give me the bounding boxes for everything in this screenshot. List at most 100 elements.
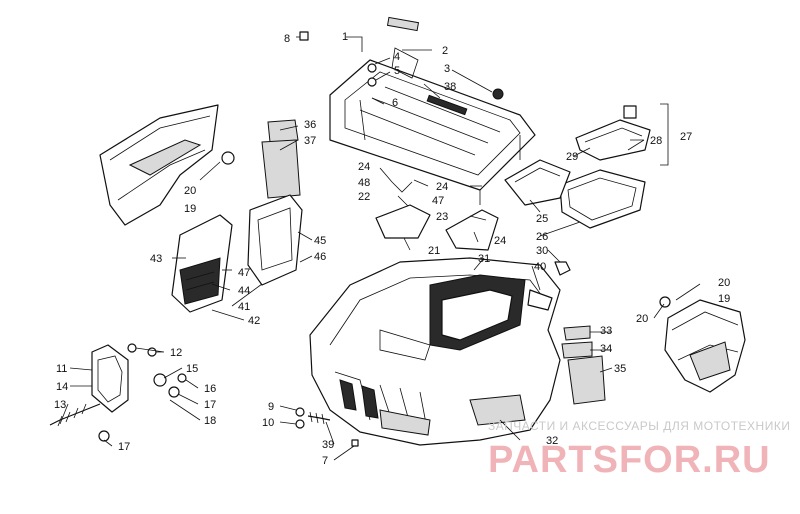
callout-36: 36 (304, 119, 316, 131)
callout-32: 32 (546, 435, 558, 447)
bracket-41 (247, 194, 303, 286)
left-side-panel (99, 104, 219, 226)
right-side-panel (664, 299, 746, 393)
callout-6: 6 (392, 97, 398, 109)
decal-33 (563, 325, 591, 341)
storage-bin-26 (559, 169, 646, 229)
callout-42: 42 (248, 315, 260, 327)
callout-46: 46 (314, 251, 326, 263)
decal-35 (567, 355, 606, 405)
callout-4: 4 (394, 51, 400, 63)
callout-8: 8 (284, 33, 290, 45)
callout-44: 44 (238, 285, 250, 297)
callout-24-a: 24 (358, 161, 370, 173)
callout-1: 1 (342, 31, 348, 43)
front-fender: ARCTIC CAT (309, 257, 561, 446)
callout-24-b: 24 (436, 181, 448, 193)
callout-18: 18 (204, 415, 216, 427)
callout-9: 9 (268, 401, 274, 413)
callout-30: 30 (536, 245, 548, 257)
callout-47-a: 47 (238, 267, 250, 279)
nut-12-a (127, 343, 137, 353)
callout-20-left: 20 (184, 185, 196, 197)
nut-15 (153, 373, 167, 387)
storage-lid (575, 105, 651, 161)
watermark-tagline: ЗАПЧАСТИ И АКСЕССУАРЫ ДЛЯ МОТОТЕХНИКИ (488, 419, 790, 433)
callout-7: 7 (322, 455, 328, 467)
callout-20-right: 20 (636, 313, 648, 325)
nut-10 (295, 419, 305, 429)
callout-29: 29 (566, 151, 578, 163)
plug-30 (554, 261, 571, 276)
callout-37: 37 (304, 135, 316, 147)
callout-33: 33 (600, 325, 612, 337)
callout-20-right-top: 20 (718, 277, 730, 289)
watermark: ЗАПЧАСТИ И АКСЕССУАРЫ ДЛЯ МОТОТЕХНИКИ PA… (488, 419, 790, 481)
callout-35: 35 (614, 363, 626, 375)
nut-12-b (147, 347, 157, 357)
callout-28-a: 28 (650, 135, 662, 147)
callout-48: 48 (358, 177, 370, 189)
front-rack (329, 47, 536, 205)
callout-23: 23 (436, 211, 448, 223)
callout-19-left: 19 (184, 203, 196, 215)
decal-37 (261, 139, 301, 199)
callout-43: 43 (150, 253, 162, 265)
fastener-8 (299, 31, 309, 41)
callout-13: 13 (54, 399, 66, 411)
grommet-40 (527, 289, 553, 311)
bin-cover-25 (504, 159, 571, 206)
callout-31: 31 (478, 253, 490, 265)
washer-20-left (221, 151, 235, 165)
callout-12: 12 (170, 347, 182, 359)
callout-39: 39 (322, 439, 334, 451)
callout-27: 27 (680, 131, 692, 143)
washer-4 (367, 63, 377, 73)
washer-5 (367, 77, 377, 87)
callout-numbers: 1 2 3 4 5 6 7 8 9 10 11 12 13 14 15 16 1… (54, 31, 730, 467)
callout-47-b: 47 (432, 195, 444, 207)
nut-9 (295, 407, 305, 417)
callout-19-right: 19 (718, 293, 730, 305)
washer-16 (177, 373, 187, 383)
decal-34 (561, 341, 593, 359)
rack-decal (386, 16, 420, 32)
bolt-3 (492, 88, 504, 100)
watermark-brand: PARTSFOR.RU (488, 439, 771, 481)
callout-3: 3 (444, 63, 450, 75)
headlight-cover-43 (171, 214, 233, 313)
callout-41: 41 (238, 301, 250, 313)
callout-2: 2 (442, 45, 448, 57)
decal-36 (267, 119, 299, 143)
callout-25: 25 (536, 213, 548, 225)
washer-17-a (168, 386, 180, 398)
bracket-27 (660, 103, 669, 166)
callout-22: 22 (358, 191, 370, 203)
washer-17-b (98, 430, 110, 442)
spring-39 (307, 415, 331, 421)
callout-14: 14 (56, 381, 68, 393)
callout-34: 34 (600, 343, 612, 355)
callout-26: 26 (536, 231, 548, 243)
callout-24-c: 24 (494, 235, 506, 247)
washer-20-right (659, 296, 671, 308)
headlight-11 (91, 344, 129, 413)
callout-45: 45 (314, 235, 326, 247)
callout-10: 10 (262, 417, 274, 429)
clip-7 (351, 439, 359, 447)
clip-48 (391, 181, 413, 207)
callout-17-a: 17 (204, 399, 216, 411)
callout-40: 40 (534, 261, 546, 273)
callout-16: 16 (204, 383, 216, 395)
callout-21: 21 (428, 245, 440, 257)
callout-5: 5 (394, 65, 400, 77)
plate-23 (445, 209, 499, 251)
callout-15: 15 (186, 363, 198, 375)
callout-11: 11 (56, 363, 67, 375)
leader-lines (59, 36, 701, 461)
callout-38: 38 (444, 81, 456, 93)
spring-coils (57, 403, 87, 427)
bracket-22 (375, 204, 431, 239)
callout-17-b: 17 (118, 441, 130, 453)
